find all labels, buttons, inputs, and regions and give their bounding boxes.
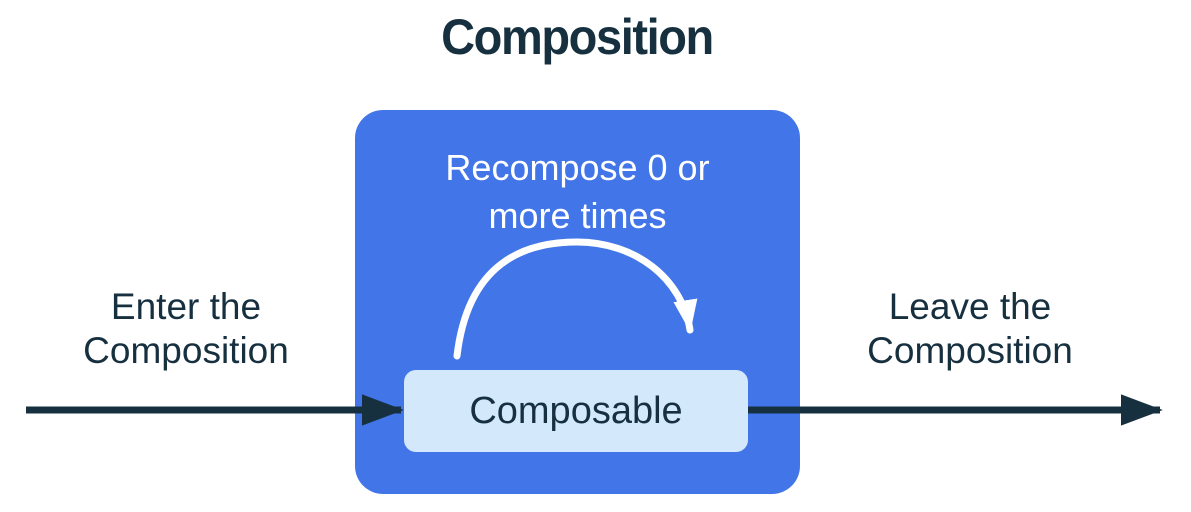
recompose-label: Recompose 0 or more times — [355, 144, 800, 240]
recompose-label-line1: Recompose 0 or — [445, 147, 710, 188]
recompose-label-line2: more times — [488, 195, 667, 236]
enter-label-line2: Composition — [83, 330, 289, 371]
leave-label-line1: Leave the — [888, 286, 1052, 327]
leave-label-line2: Composition — [867, 330, 1073, 371]
diagram-title: Composition — [441, 9, 714, 65]
enter-label-line1: Enter the — [110, 286, 262, 327]
composable-label: Composable — [469, 389, 683, 432]
enter-composition-label: Enter the Composition — [36, 285, 336, 373]
composition-box: Recompose 0 or more times Composable — [355, 110, 800, 494]
leave-composition-label: Leave the Composition — [820, 285, 1120, 373]
composable-box: Composable — [404, 370, 748, 452]
